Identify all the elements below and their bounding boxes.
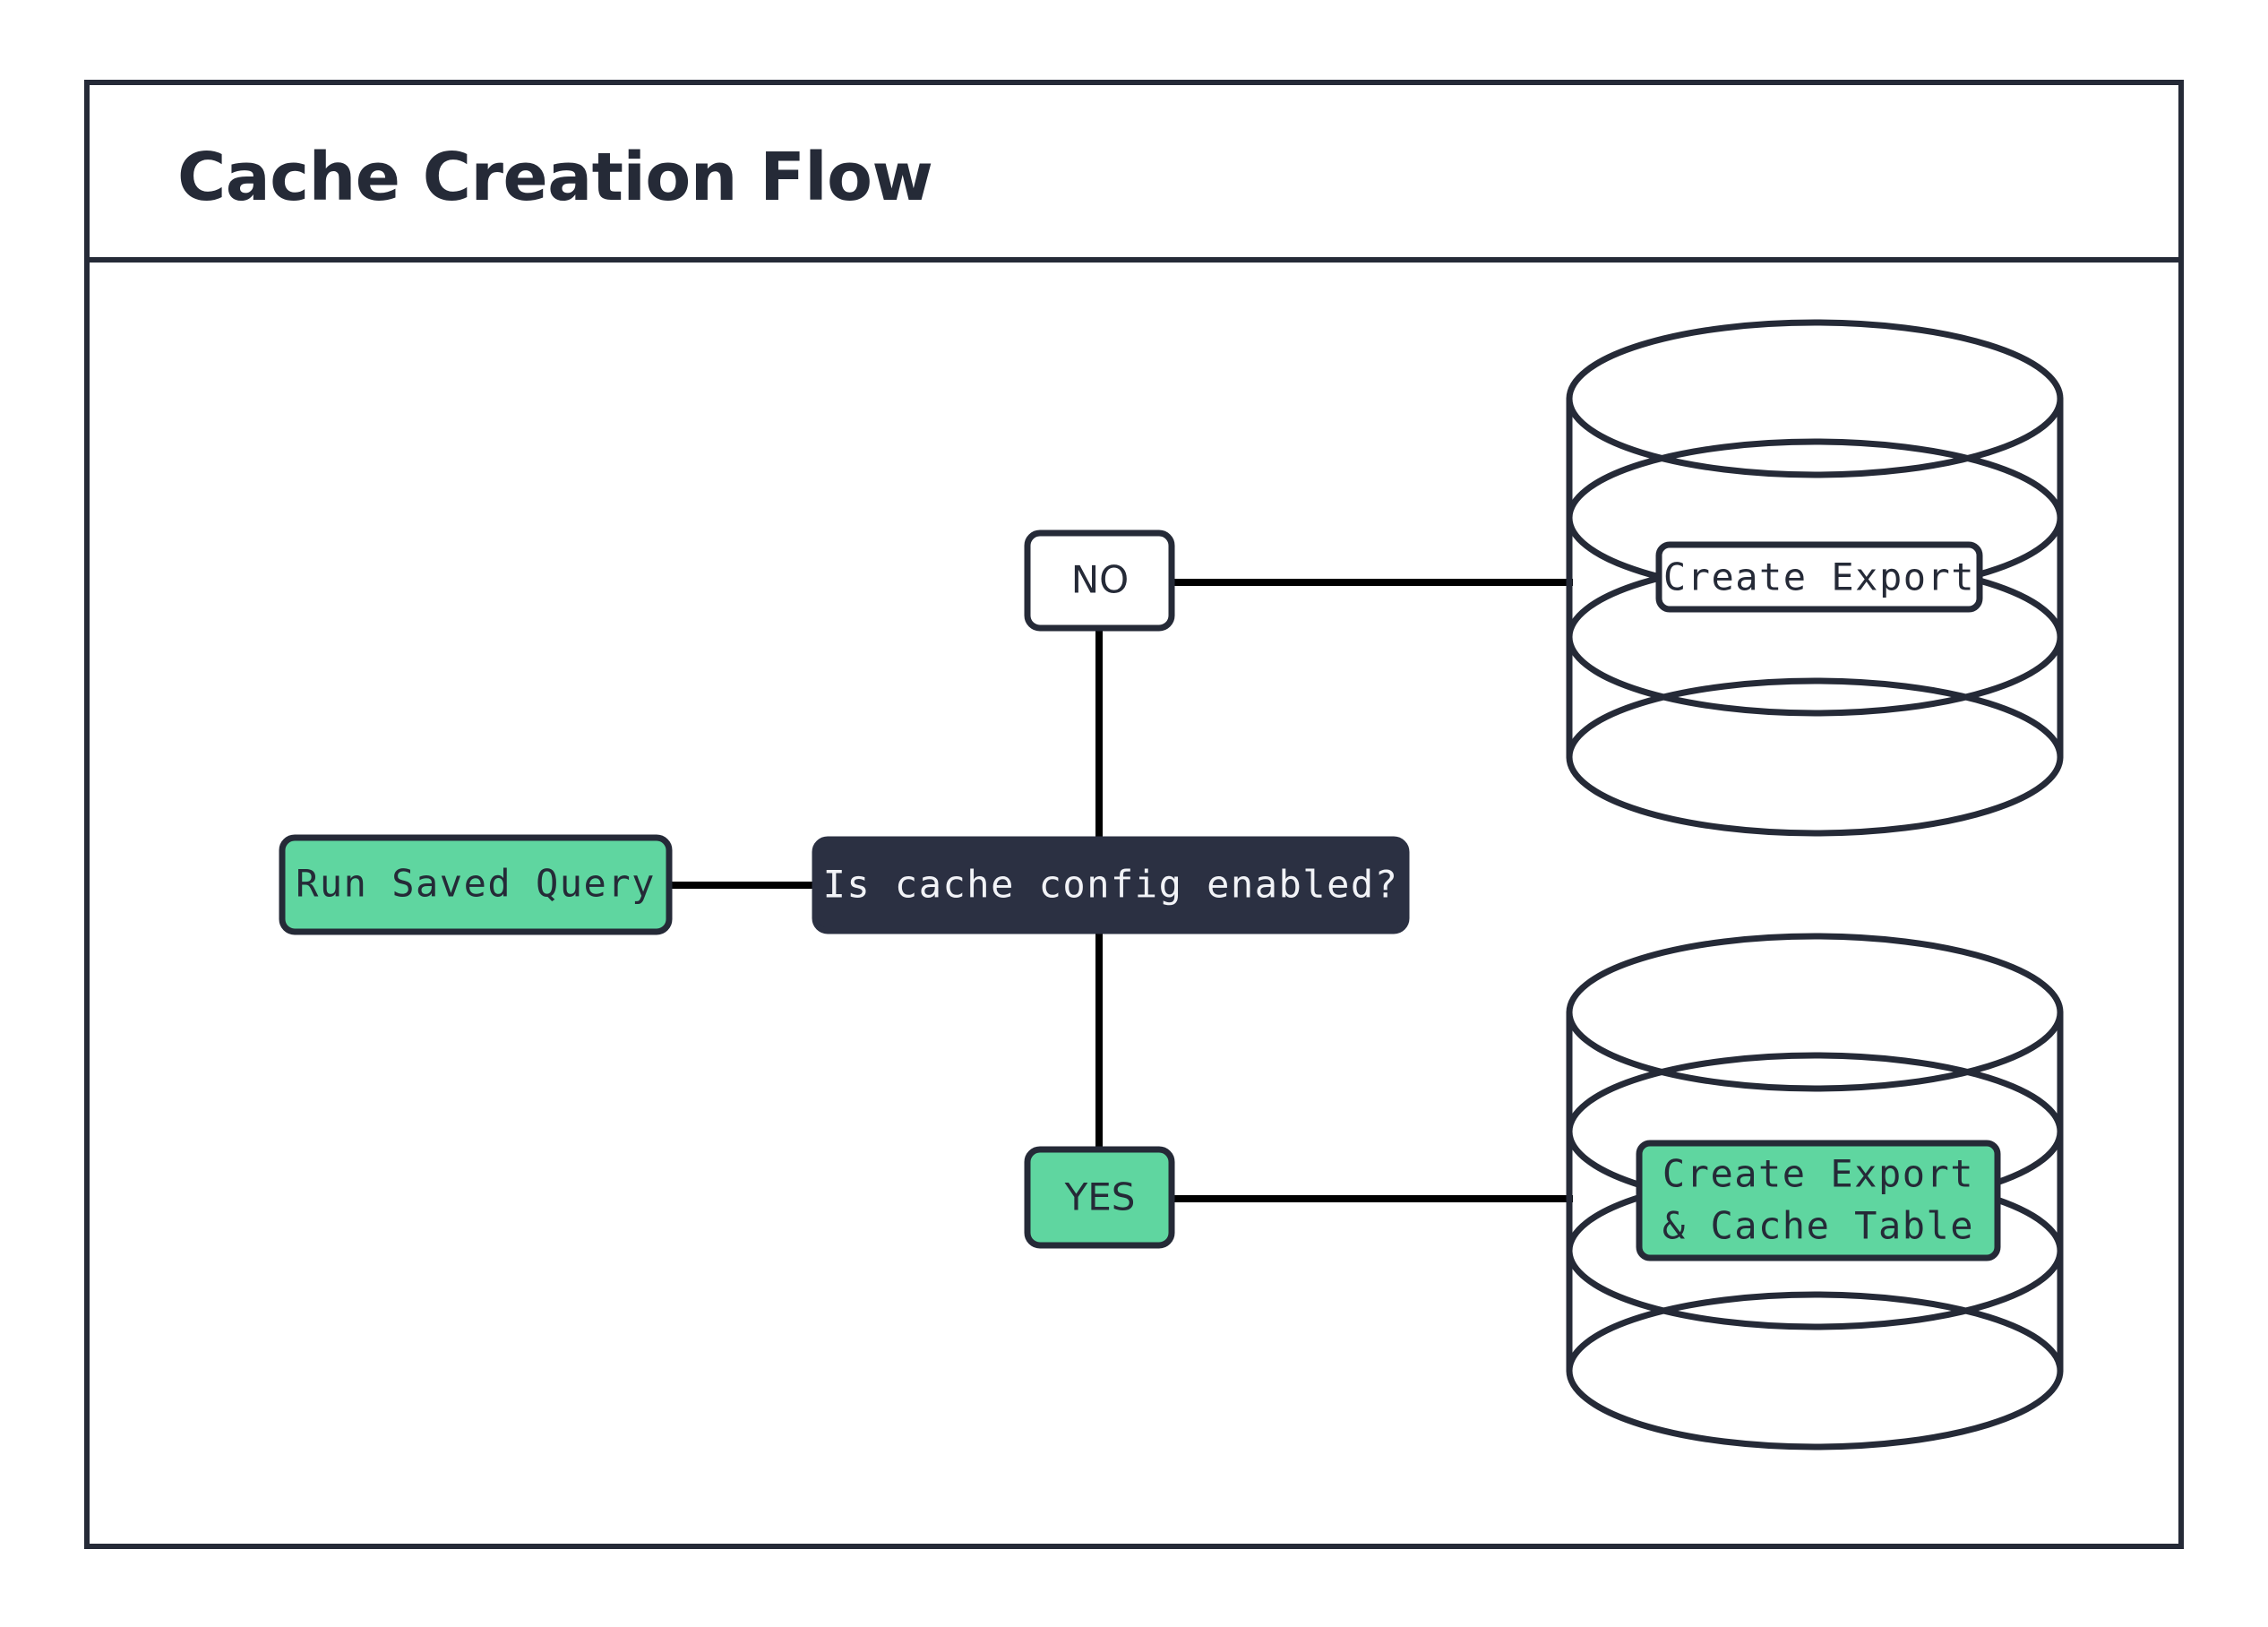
- is-cache-config-enabled-node[interactable]: Is cache config enabled?: [812, 836, 1410, 934]
- page-title: Cache Creation Flow: [177, 139, 932, 216]
- branch-yes-box: [1024, 1146, 1175, 1249]
- branch-yes-node[interactable]: YES: [1024, 1146, 1175, 1249]
- create-export-label: Create Export: [1663, 555, 1975, 599]
- branch-no-node[interactable]: NO: [1024, 529, 1175, 632]
- run-saved-query-node[interactable]: Run Saved Query: [279, 834, 673, 935]
- cylinder2-ring-4: [1566, 1291, 2064, 1451]
- run-saved-query-label: Run Saved Query: [296, 862, 656, 906]
- cylinder2-ring-1: [1566, 933, 2064, 1092]
- branch-no-label: NO: [1071, 558, 1129, 602]
- branch-no-box: [1024, 529, 1175, 632]
- create-export-cache-table-label-line1: Create Export: [1662, 1152, 1974, 1196]
- create-export-cache-table-label-box: [1636, 1140, 2001, 1261]
- cylinder-ring-1: [1566, 319, 2064, 478]
- run-saved-query-box: [279, 834, 673, 935]
- create-export-cache-table-label-line2: & Cache Table: [1662, 1204, 1974, 1248]
- create-export-store[interactable]: Create Export: [1566, 319, 2064, 837]
- is-cache-config-enabled-label: Is cache config enabled?: [823, 863, 1399, 907]
- cylinder-ring-4: [1566, 677, 2064, 837]
- is-cache-config-enabled-box: [812, 836, 1410, 934]
- create-export-label-box: [1655, 541, 1983, 613]
- create-export-cache-table-store[interactable]: Create Export & Cache Table: [1566, 933, 2064, 1451]
- branch-yes-label: YES: [1064, 1175, 1136, 1219]
- diagram-frame: [84, 80, 2184, 1549]
